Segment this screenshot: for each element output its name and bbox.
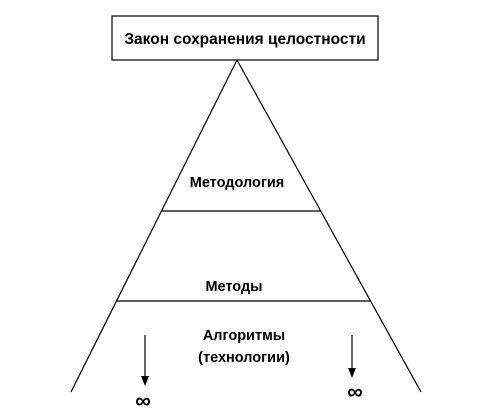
title-text: Закон сохранения целостности — [124, 31, 365, 48]
level-methods-label: Методы — [205, 279, 262, 295]
level-technologies-label: (технологии) — [198, 350, 290, 366]
title-box — [111, 15, 379, 61]
infinity-left-symbol: ∞ — [135, 388, 151, 413]
left-arrow-head — [141, 376, 149, 386]
pyramid-left-edge — [70, 59, 238, 393]
pyramid-right-edge — [236, 59, 422, 393]
level-methodology-label: Методология — [190, 175, 285, 191]
infinity-right-symbol: ∞ — [347, 379, 363, 404]
right-arrow-head — [348, 368, 356, 378]
level-algorithms-label: Алгоритмы — [203, 328, 285, 344]
